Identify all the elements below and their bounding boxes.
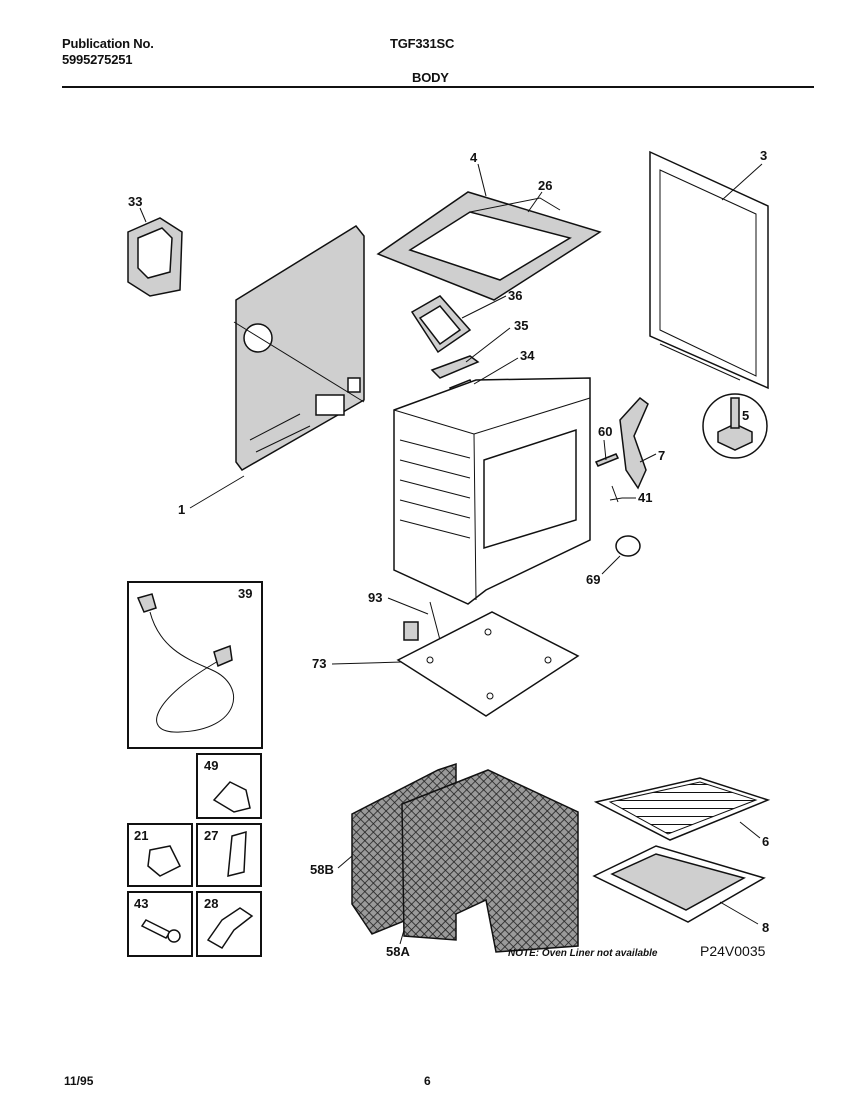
part-1-back-panel — [235, 225, 365, 471]
callout-21: 21 — [134, 828, 148, 843]
part-3-side-panel — [649, 150, 769, 390]
callout-35: 35 — [514, 318, 528, 333]
publication-label: Publication No. — [62, 36, 154, 51]
part-60-pin — [594, 453, 620, 467]
part-36-vent-duct — [410, 295, 472, 354]
part-5-leveler — [702, 393, 768, 459]
callout-33: 33 — [128, 194, 142, 209]
publication-number: 5995275251 — [62, 52, 133, 67]
oven-body-frame — [393, 377, 591, 605]
part-58-insulation — [351, 762, 579, 953]
footer-page: 6 — [424, 1074, 431, 1088]
callout-43: 43 — [134, 896, 148, 911]
part-49-box — [196, 753, 262, 819]
callout-60: 60 — [598, 424, 612, 439]
part-6-oven-rack — [593, 777, 771, 841]
callout-73: 73 — [312, 656, 326, 671]
callout-labels: 1 3 4 5 6 7 8 21 26 27 28 33 34 35 36 39… — [128, 148, 769, 959]
part-21-box — [127, 823, 193, 887]
callout-3: 3 — [760, 148, 767, 163]
callout-28: 28 — [204, 896, 218, 911]
part-43-box — [127, 891, 193, 957]
callout-6: 6 — [762, 834, 769, 849]
callout-36: 36 — [508, 288, 522, 303]
part-33-bracket — [127, 217, 183, 297]
part-4-top-panel — [376, 191, 602, 301]
callout-49: 49 — [204, 758, 218, 773]
callout-4: 4 — [470, 150, 478, 165]
callout-69: 69 — [586, 572, 600, 587]
callout-39: 39 — [238, 586, 252, 601]
section-title: BODY — [412, 70, 449, 85]
callout-41: 41 — [638, 490, 652, 505]
callout-34: 34 — [520, 348, 535, 363]
part-27-box — [196, 823, 262, 887]
part-41-spring — [609, 485, 623, 503]
part-93-sensor — [403, 601, 441, 641]
callout-8: 8 — [762, 920, 769, 935]
callout-7: 7 — [658, 448, 665, 463]
callout-58A: 58A — [386, 944, 410, 959]
part-7-door-hinge — [619, 396, 649, 490]
oven-liner-note: NOTE: Oven Liner not available — [508, 948, 658, 959]
part-69-knob — [615, 535, 641, 557]
part-39-box — [127, 581, 263, 749]
diagram-code: P24V0035 — [700, 943, 766, 959]
part-73-bottom-panel — [396, 611, 580, 717]
header-rule — [62, 86, 814, 88]
callout-93: 93 — [368, 590, 382, 605]
callout-58B: 58B — [310, 862, 334, 877]
part-8-broiler-pan — [592, 845, 766, 923]
footer-date: 11/95 — [64, 1074, 94, 1088]
leader-lines — [139, 163, 763, 945]
callout-1: 1 — [178, 502, 185, 517]
callout-26: 26 — [538, 178, 552, 193]
part-28-box — [196, 891, 262, 957]
callout-27: 27 — [204, 828, 218, 843]
part-35-vent-strip — [430, 355, 480, 379]
model-number: TGF331SC — [390, 36, 455, 51]
callout-5: 5 — [742, 408, 749, 423]
